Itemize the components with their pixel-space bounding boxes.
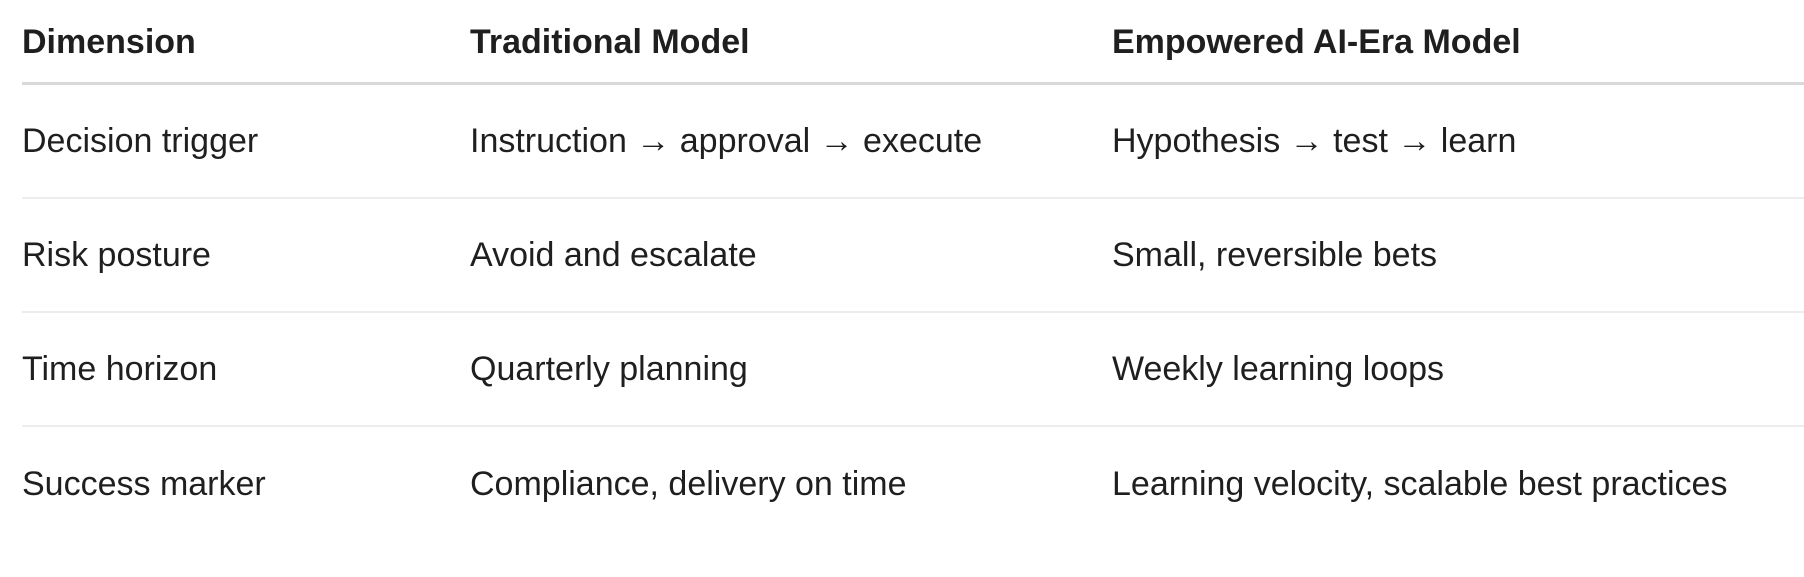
comparison-table: Dimension Traditional Model Empowered AI… (22, 0, 1804, 577)
header-dimension: Dimension (22, 0, 470, 84)
header-row: Dimension Traditional Model Empowered AI… (22, 0, 1804, 84)
cell-empowered: Learning velocity, scalable best practic… (1112, 426, 1804, 577)
cell-traditional: Instruction → approval → execute (470, 84, 1112, 199)
cell-empowered: Hypothesis → test → learn (1112, 84, 1804, 199)
cell-traditional: Avoid and escalate (470, 198, 1112, 312)
header-empowered-model: Empowered AI-Era Model (1112, 0, 1804, 84)
cell-empowered: Small, reversible bets (1112, 198, 1804, 312)
cell-traditional: Compliance, delivery on time (470, 426, 1112, 577)
cell-dimension: Time horizon (22, 312, 470, 426)
comparison-table-container: Dimension Traditional Model Empowered AI… (22, 0, 1804, 577)
cell-traditional: Quarterly planning (470, 312, 1112, 426)
cell-empowered: Weekly learning loops (1112, 312, 1804, 426)
table-row: Decision trigger Instruction → approval … (22, 84, 1804, 199)
table-row: Success marker Compliance, delivery on t… (22, 426, 1804, 577)
cell-dimension: Risk posture (22, 198, 470, 312)
cell-dimension: Success marker (22, 426, 470, 577)
header-traditional-model: Traditional Model (470, 0, 1112, 84)
table-header: Dimension Traditional Model Empowered AI… (22, 0, 1804, 84)
table-row: Time horizon Quarterly planning Weekly l… (22, 312, 1804, 426)
table-row: Risk posture Avoid and escalate Small, r… (22, 198, 1804, 312)
table-body: Decision trigger Instruction → approval … (22, 84, 1804, 577)
cell-dimension: Decision trigger (22, 84, 470, 199)
